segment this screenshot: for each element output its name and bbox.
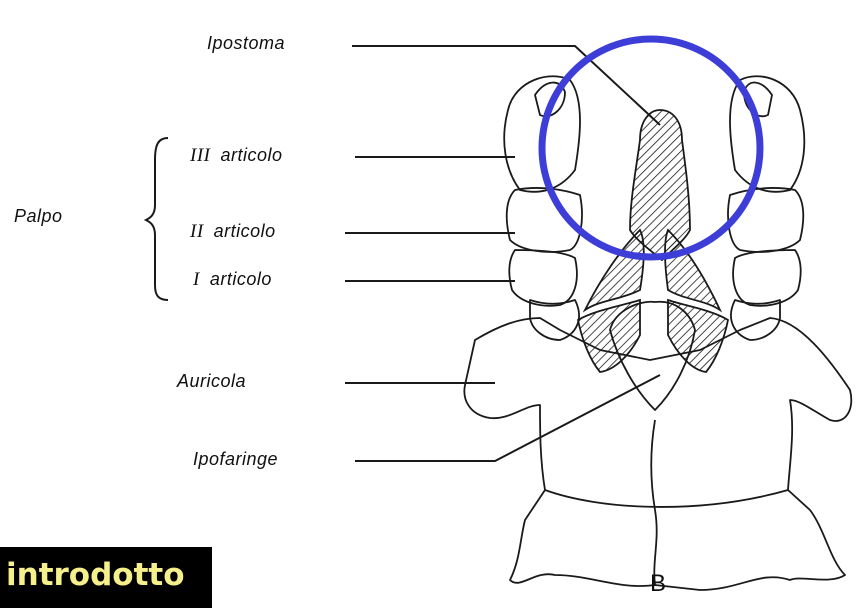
caption-banner: introdotto xyxy=(0,547,212,608)
basis-capituli xyxy=(464,318,851,590)
label-palpo: Palpo xyxy=(14,206,63,227)
label-articolo-ii: II articolo xyxy=(190,221,276,243)
roman-numeral-iii: III xyxy=(190,145,210,166)
right-palp-segment-i xyxy=(733,250,801,306)
articolo-word: articolo xyxy=(220,145,282,165)
median-suture xyxy=(651,420,656,585)
leader-ipostoma xyxy=(352,46,660,125)
roman-numeral-ii: II xyxy=(190,221,204,242)
transverse-line xyxy=(545,490,788,507)
figure-letter: B xyxy=(650,570,666,598)
left-palp-segment-i xyxy=(509,250,577,306)
label-auricola: Auricola xyxy=(177,371,246,392)
label-ipostoma: Ipostoma xyxy=(207,33,285,54)
articolo-word: articolo xyxy=(210,269,272,289)
label-ipofaringe: Ipofaringe xyxy=(193,449,278,470)
label-articolo-iii: III articolo xyxy=(190,145,283,167)
leader-ipofaringe xyxy=(355,375,660,461)
right-palp-segment-ii xyxy=(728,188,803,252)
caption-banner-text: introdotto xyxy=(6,557,185,593)
right-palp-segment-iii xyxy=(730,76,804,192)
articolo-word: articolo xyxy=(214,221,276,241)
roman-numeral-i: I xyxy=(193,269,200,290)
palpo-brace xyxy=(146,138,168,300)
hypostome xyxy=(630,110,690,260)
